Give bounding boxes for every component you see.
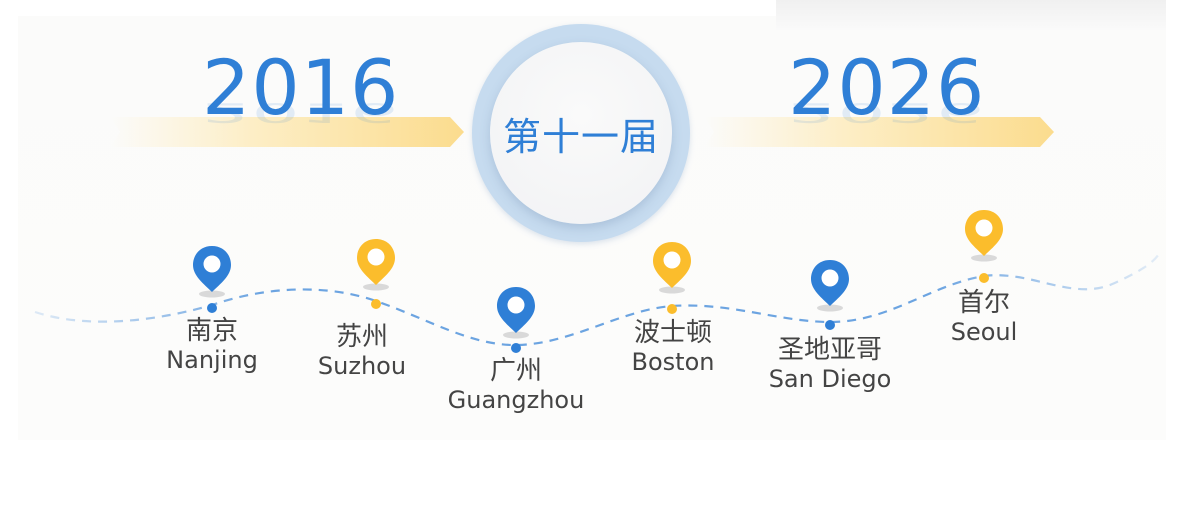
edition-label: 第十一届 <box>502 114 659 159</box>
route-dot <box>978 269 990 288</box>
city-stop-san-diego: 圣地亚哥 San Diego <box>769 335 892 393</box>
ribbon-right-arrow <box>704 117 1054 147</box>
city-stop-seoul: 首尔 Seoul <box>951 288 1018 346</box>
city-name-cn: 广州 <box>489 356 543 386</box>
city-name-cn: 南京 <box>185 316 238 346</box>
city-stop-suzhou: 苏州 Suzhou <box>318 322 406 380</box>
city-stop-guangzhou: 广州 Guangzhou <box>448 356 585 414</box>
city-name-en: Boston <box>631 348 715 376</box>
ribbon-left-arrow <box>110 117 464 147</box>
edition-badge: 第十一届 <box>472 24 690 242</box>
route-dot <box>510 339 522 358</box>
edition-badge-inner: 第十一届 <box>490 42 672 224</box>
city-name-en: Nanjing <box>166 346 258 374</box>
map-pin-icon <box>354 237 398 297</box>
map-pin-icon <box>808 258 852 318</box>
city-name-cn: 波士顿 <box>633 318 712 348</box>
city-name-cn: 苏州 <box>335 322 388 352</box>
city-name-en: Seoul <box>950 318 1018 346</box>
route-dot <box>370 295 382 314</box>
city-stop-boston: 波士顿 Boston <box>632 318 715 376</box>
top-shade <box>776 0 1166 30</box>
route-dot <box>666 300 678 319</box>
map-pin-icon <box>494 285 538 345</box>
map-pin-icon <box>190 244 234 304</box>
end-year: 2026 <box>788 43 986 132</box>
city-name-en: Guangzhou <box>447 386 585 414</box>
start-year: 2016 <box>202 43 400 132</box>
city-stop-nanjing: 南京 Nanjing <box>166 316 258 374</box>
map-pin-icon <box>650 240 694 300</box>
route-dot <box>206 299 218 318</box>
city-name-en: San Diego <box>768 365 892 393</box>
city-name-cn: 首尔 <box>957 288 1010 318</box>
city-name-en: Suzhou <box>317 352 407 380</box>
city-name-cn: 圣地亚哥 <box>777 335 882 365</box>
route-dot <box>824 316 836 335</box>
map-pin-icon <box>962 208 1006 268</box>
